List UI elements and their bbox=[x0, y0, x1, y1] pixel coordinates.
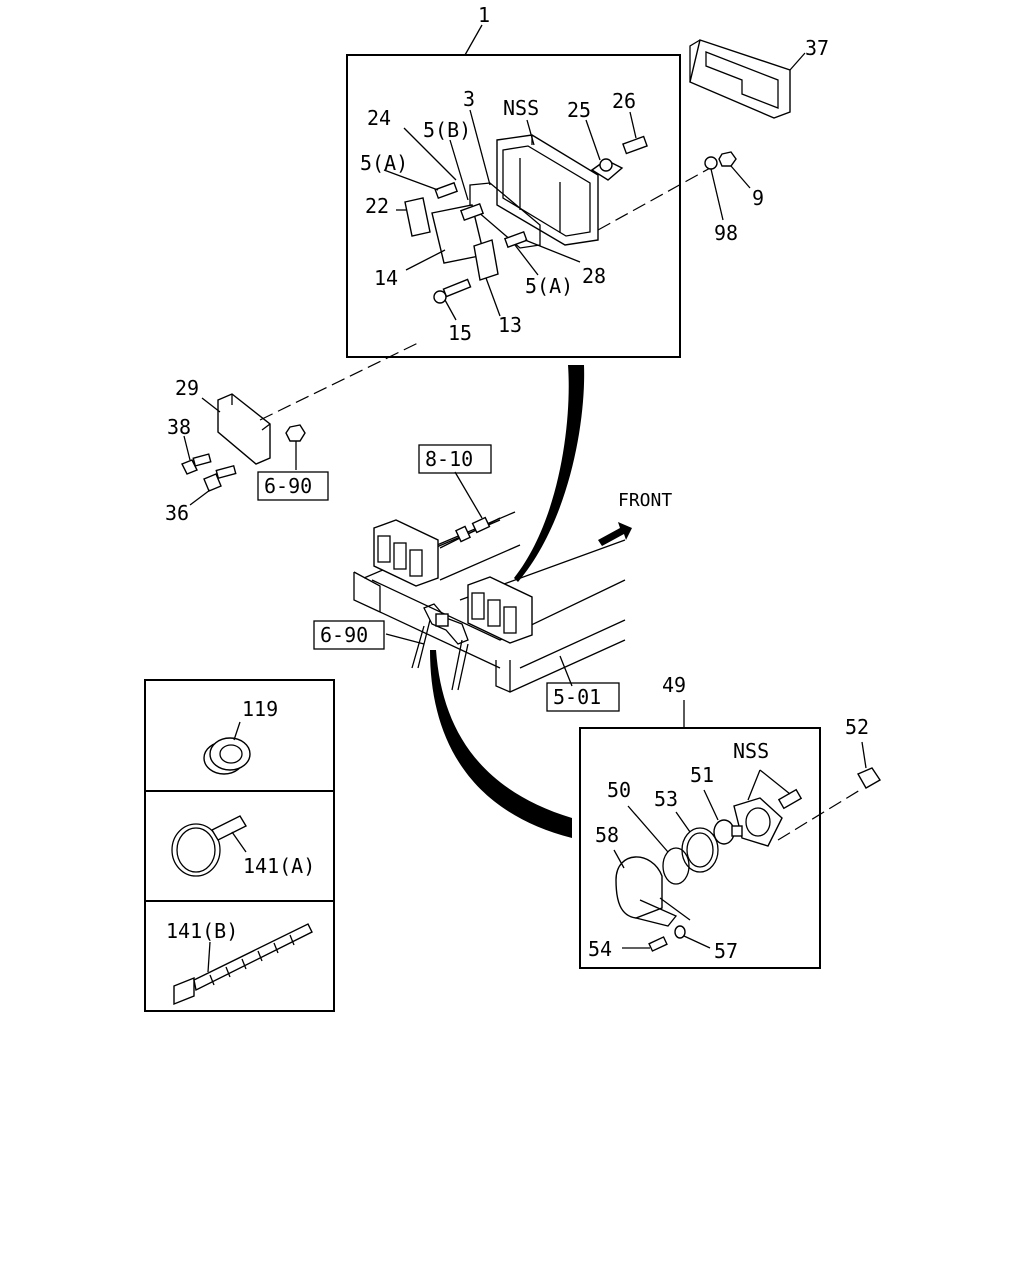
lamp-base bbox=[733, 788, 803, 847]
ref-box-6-90-top[interactable] bbox=[257, 471, 329, 501]
washer-part-57 bbox=[674, 925, 686, 939]
front-arrow-icon bbox=[598, 522, 632, 546]
label-57: 57 bbox=[714, 939, 738, 963]
label-28: 28 bbox=[582, 264, 606, 288]
detail-box-grommet bbox=[144, 679, 335, 792]
screw-part-54 bbox=[648, 936, 668, 952]
pad-part-13 bbox=[473, 239, 499, 281]
pin-part-5a-bottom bbox=[503, 230, 528, 249]
grommet-part-119 bbox=[203, 737, 251, 775]
label-38: 38 bbox=[167, 415, 191, 439]
cover-part-58 bbox=[615, 856, 678, 927]
license-lamp-bracket bbox=[411, 603, 469, 691]
ref-box-6-90-mid[interactable] bbox=[313, 620, 385, 650]
callout-curve-bottom bbox=[430, 650, 572, 838]
plate-part-22 bbox=[404, 197, 431, 237]
connector-part-52 bbox=[857, 767, 881, 789]
label-51: 51 bbox=[690, 763, 714, 787]
nut-part-6-90 bbox=[285, 424, 306, 442]
harness-connector bbox=[439, 516, 501, 549]
lamp-guard-part-37 bbox=[689, 39, 791, 119]
label-53: 53 bbox=[654, 787, 678, 811]
detail-box-clip bbox=[144, 790, 335, 902]
lens-part-50 bbox=[662, 847, 690, 885]
label-5a-bottom: 5(A) bbox=[525, 274, 573, 298]
bolt-part-15 bbox=[433, 278, 472, 304]
nut-part-9 bbox=[718, 151, 737, 167]
label-98: 98 bbox=[714, 221, 738, 245]
label-15: 15 bbox=[448, 321, 472, 345]
ref-6-90-mid: 6-90 bbox=[320, 623, 368, 647]
label-54: 54 bbox=[588, 937, 612, 961]
ref-8-10: 8-10 bbox=[425, 447, 473, 471]
bolt-part-36 bbox=[203, 464, 237, 492]
pin-part-5a-top bbox=[434, 181, 459, 200]
label-26: 26 bbox=[612, 89, 636, 113]
ref-box-5-01[interactable] bbox=[546, 682, 620, 712]
label-22: 22 bbox=[365, 194, 389, 218]
bolt-part-38 bbox=[181, 453, 212, 475]
label-52: 52 bbox=[845, 715, 869, 739]
ref-5-01: 5-01 bbox=[553, 685, 601, 709]
label-24: 24 bbox=[367, 106, 391, 130]
detail-box-tie bbox=[144, 900, 335, 1012]
ref-6-90-top: 6-90 bbox=[264, 474, 312, 498]
label-36: 36 bbox=[165, 501, 189, 525]
washer-part-98 bbox=[704, 156, 718, 170]
callout-curve-top bbox=[514, 365, 585, 582]
label-13: 13 bbox=[498, 313, 522, 337]
label-141a: 141(A) bbox=[243, 854, 315, 878]
label-nss-bottom: NSS bbox=[733, 739, 769, 763]
bulb-part-25 bbox=[590, 158, 624, 181]
screw-part-26 bbox=[622, 135, 648, 155]
ref-box-8-10[interactable] bbox=[418, 444, 492, 474]
lamp-housing bbox=[496, 134, 599, 246]
label-9: 9 bbox=[752, 186, 764, 210]
label-1: 1 bbox=[478, 3, 490, 27]
label-14: 14 bbox=[374, 266, 398, 290]
cable-tie-part-141b bbox=[173, 923, 313, 1006]
label-29: 29 bbox=[175, 376, 199, 400]
detail-box-lamp-assembly bbox=[346, 54, 681, 358]
rear-lamp-right bbox=[467, 576, 533, 644]
label-119: 119 bbox=[242, 697, 278, 721]
label-nss-top: NSS bbox=[503, 96, 539, 120]
label-58: 58 bbox=[595, 823, 619, 847]
label-5b: 5(B) bbox=[423, 118, 471, 142]
bracket-part-29 bbox=[217, 393, 271, 465]
label-141b: 141(B) bbox=[166, 919, 238, 943]
label-50: 50 bbox=[607, 778, 631, 802]
label-37: 37 bbox=[805, 36, 829, 60]
rear-lamp-left bbox=[373, 519, 439, 587]
label-3: 3 bbox=[463, 87, 475, 111]
label-front: FRONT bbox=[618, 490, 672, 511]
bulb-part-51 bbox=[713, 819, 743, 845]
label-25: 25 bbox=[567, 98, 591, 122]
clip-part-141a bbox=[171, 815, 247, 877]
detail-box-license-lamp bbox=[579, 727, 821, 969]
pin-part-5b bbox=[459, 202, 485, 222]
label-5a-top: 5(A) bbox=[360, 151, 408, 175]
label-49: 49 bbox=[662, 673, 686, 697]
